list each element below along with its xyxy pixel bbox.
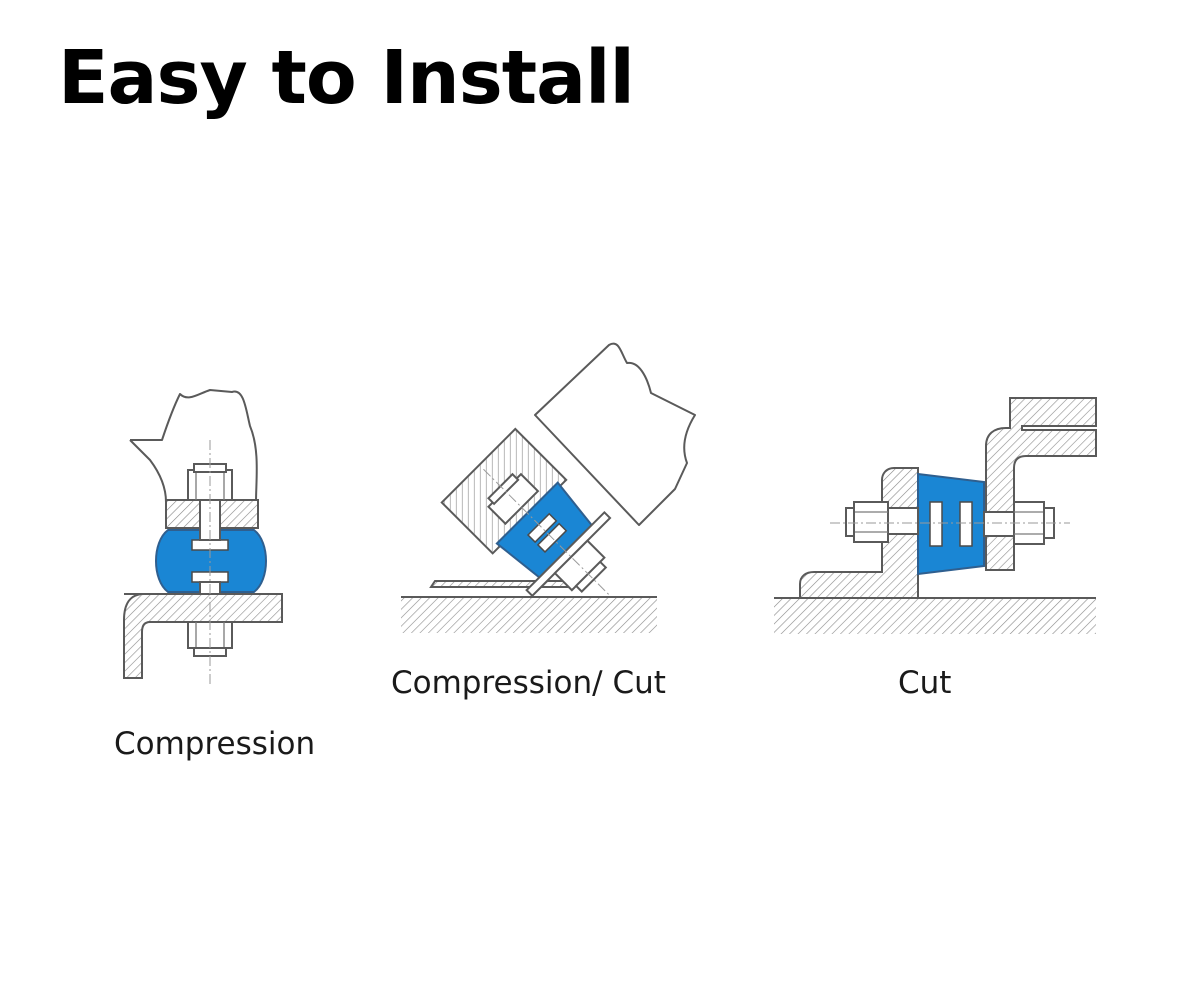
page-title: Easy to Install bbox=[58, 35, 635, 121]
compression-mount-diagram bbox=[123, 389, 283, 685]
cut-mount-diagram bbox=[774, 397, 1097, 634]
machine-block bbox=[534, 342, 696, 526]
caption-cut: Cut bbox=[898, 665, 952, 701]
caption-compression: Compression bbox=[114, 726, 316, 762]
ground bbox=[774, 598, 1096, 634]
compression-cut-mount-diagram bbox=[401, 342, 696, 633]
caption-compression-cut: Compression/ Cut bbox=[391, 665, 666, 701]
lower-bracket bbox=[123, 593, 283, 679]
left-nut bbox=[853, 501, 889, 543]
ground bbox=[401, 597, 657, 633]
rubber-mount bbox=[155, 529, 267, 593]
base-bracket bbox=[799, 467, 919, 599]
rubber-mount bbox=[917, 472, 985, 576]
upper-bracket bbox=[130, 389, 258, 503]
